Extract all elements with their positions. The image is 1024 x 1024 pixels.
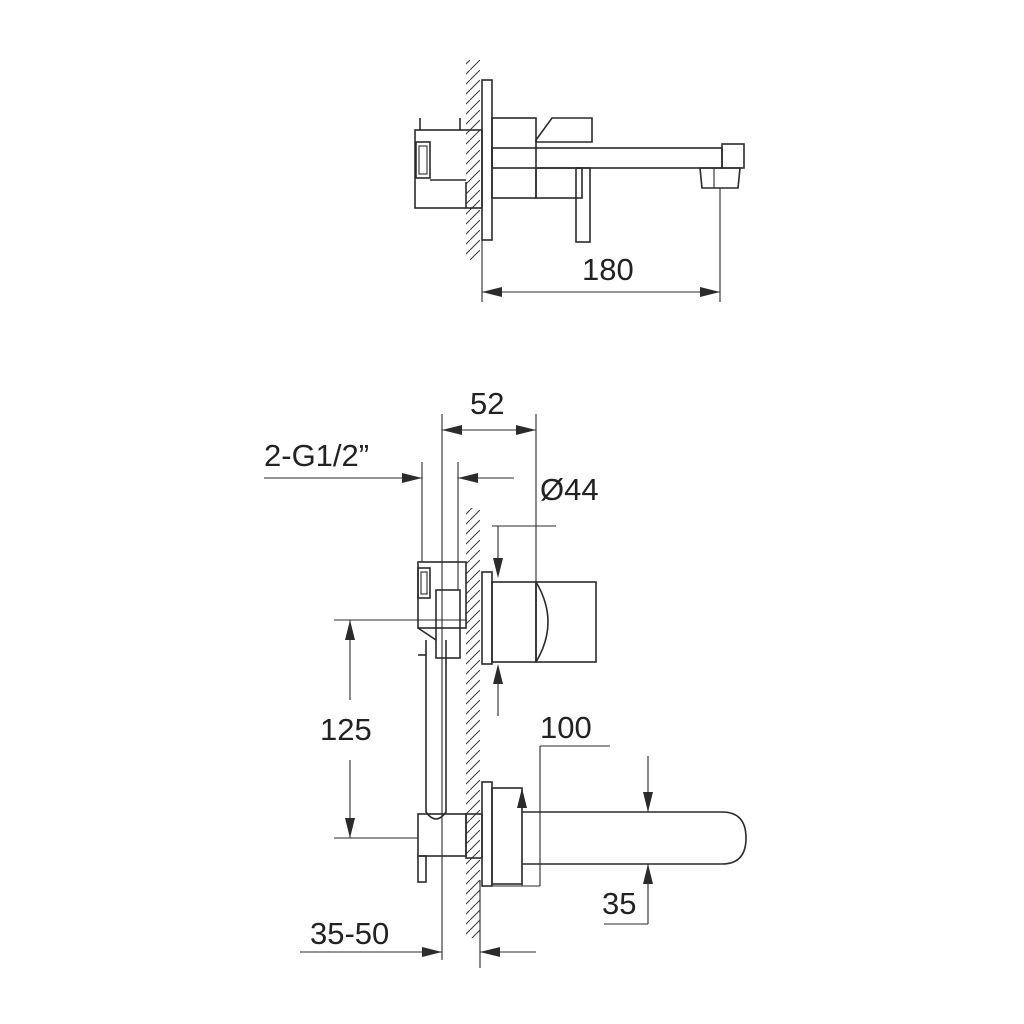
side-handle-cap: [535, 581, 549, 663]
dim-35-50-label: 35-50: [310, 916, 389, 951]
side-handle-base: [491, 581, 537, 663]
top-wall-hatch: [466, 60, 480, 260]
dim-100-label: 100: [540, 710, 592, 745]
side-wall-plate-lower: [481, 781, 493, 887]
top-lever-handle: [535, 117, 593, 143]
side-wall-plate-upper: [481, 571, 493, 665]
side-spout: [522, 811, 747, 865]
top-wall-plate: [481, 79, 493, 241]
side-view: 52 2-G1/2” Ø44 125 100: [264, 386, 747, 968]
top-aerator: [699, 167, 741, 189]
dim-52-label: 52: [470, 386, 504, 421]
side-handle-lever: [535, 581, 597, 663]
top-handle-base: [491, 117, 537, 199]
dim-180-label: 180: [582, 252, 634, 287]
dim-connection-label: 2-G1/2”: [264, 438, 369, 473]
side-wall-hatch: [466, 508, 480, 938]
top-spout: [491, 147, 723, 169]
dim-35-label: 35: [602, 886, 636, 921]
dim-125-label: 125: [320, 712, 372, 747]
dim-diameter-label: Ø44: [540, 472, 599, 507]
top-body-connector: [415, 141, 431, 179]
side-pipe: [425, 640, 447, 820]
top-concealed-body: [414, 129, 483, 209]
top-view: 180: [414, 60, 745, 302]
